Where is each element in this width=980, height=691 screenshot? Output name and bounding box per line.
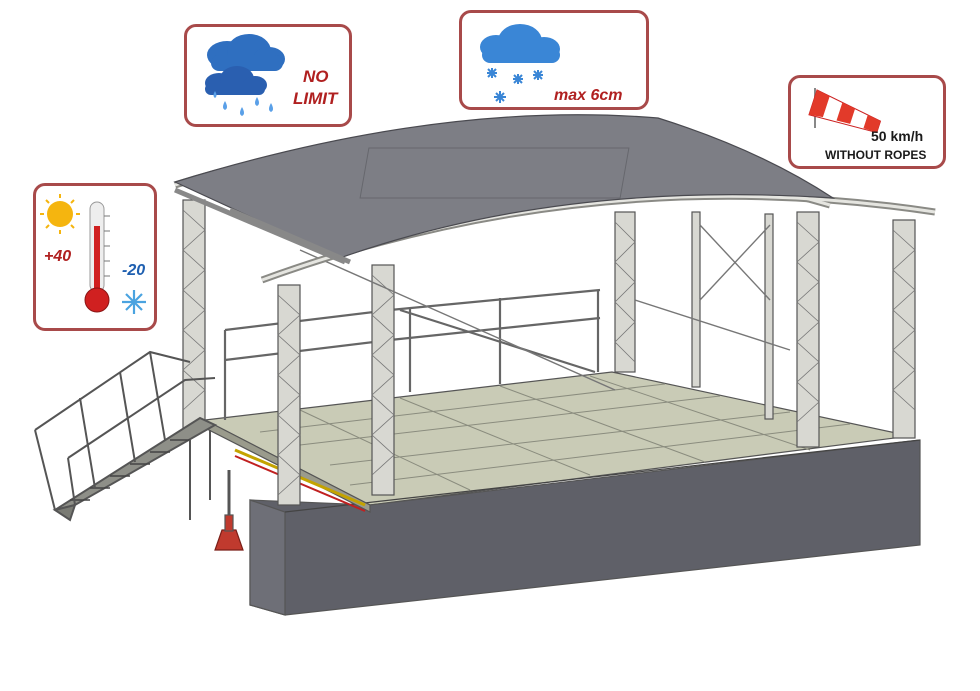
roof-canopy xyxy=(173,114,836,259)
side-beams xyxy=(174,187,351,265)
windsock-icon xyxy=(808,88,882,134)
rain-callout: NO LIMIT xyxy=(184,24,352,127)
truss-column xyxy=(764,213,774,420)
wind-speed-label: 50 km/h xyxy=(871,128,924,144)
rain-cloud-icon xyxy=(205,34,285,116)
snow-callout: max 6cm xyxy=(459,10,649,110)
truss-column xyxy=(371,264,395,496)
sun-icon xyxy=(40,194,80,234)
stage-stairs xyxy=(34,350,218,522)
snow-load-label: max 6cm xyxy=(554,87,623,104)
temperature-callout: +40 -20 xyxy=(33,183,157,331)
truss-column xyxy=(691,211,701,388)
snowflake-icon xyxy=(487,68,543,103)
truss-column xyxy=(796,211,820,448)
rain-limit-line2: LIMIT xyxy=(293,89,338,108)
cross-bracing xyxy=(299,224,791,391)
rain-limit-line1: NO xyxy=(303,67,329,86)
wind-callout: 50 km/h WITHOUT ROPES xyxy=(788,75,946,169)
truss-lacing xyxy=(182,209,916,496)
deck-panel-grid xyxy=(259,375,851,491)
screw-jack xyxy=(214,470,244,551)
stage-structure xyxy=(34,114,936,616)
snow-cloud-icon xyxy=(480,24,560,103)
truss-column xyxy=(182,199,206,431)
temperature-min-label: -20 xyxy=(122,262,146,279)
thermometer-icon xyxy=(84,201,110,313)
snowflake-icon xyxy=(122,290,146,314)
temperature-max-label: +40 xyxy=(44,248,72,265)
stage-skirt-side xyxy=(249,499,286,616)
wind-note-label: WITHOUT ROPES xyxy=(825,148,927,162)
